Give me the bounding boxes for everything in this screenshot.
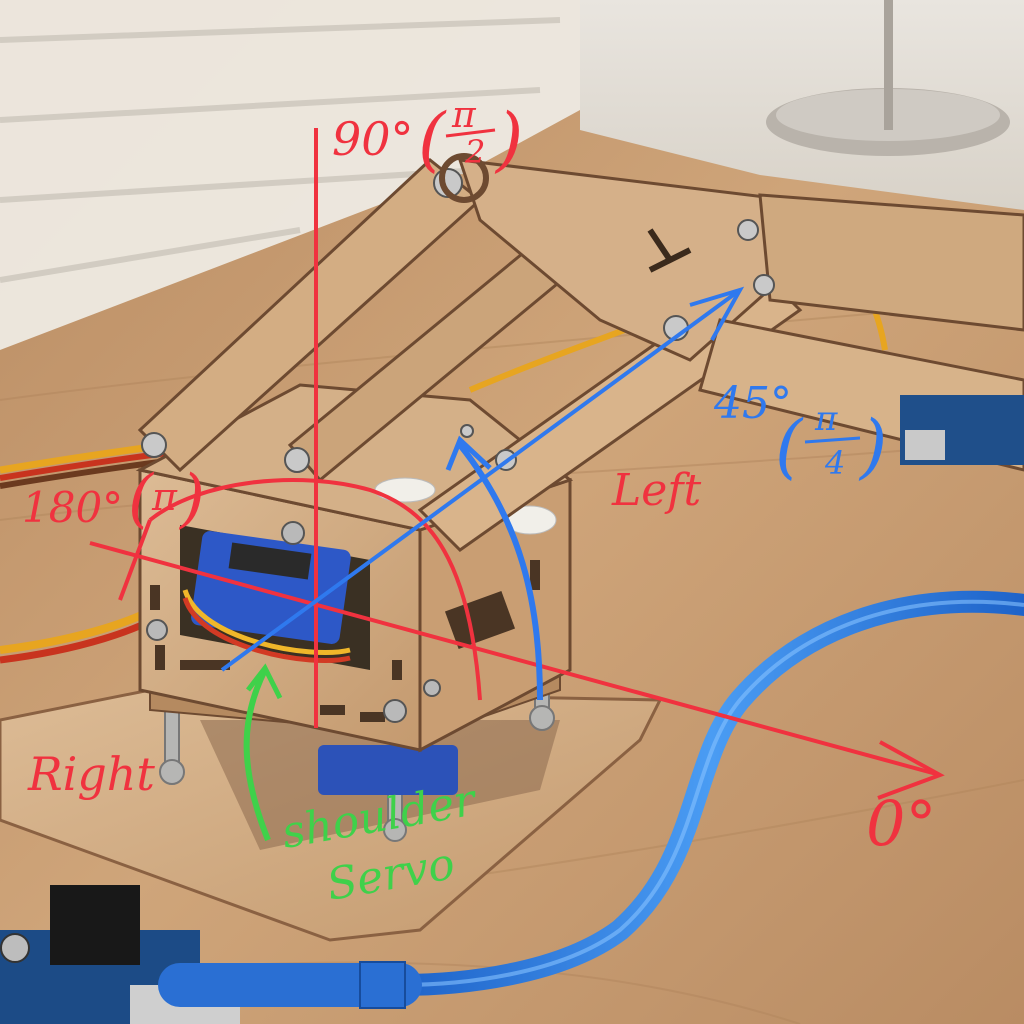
paren-close-180: ): [178, 462, 205, 536]
usb-strain-relief: [359, 961, 406, 1009]
left-end-mark: [118, 519, 152, 601]
paren-open-180: (: [128, 462, 155, 536]
angle-180-label: 180°: [22, 483, 123, 532]
servo-label: [228, 542, 312, 580]
capacitor: [0, 933, 30, 963]
paren-close-90: ): [494, 98, 523, 180]
box-screws: [146, 521, 441, 723]
usb-port-right: [905, 430, 945, 460]
power-jack: [50, 885, 140, 965]
forty-five-arrowhead: [689, 286, 745, 341]
paren-close-45: ): [858, 405, 887, 487]
rotation-arc: [148, 478, 482, 701]
servo-horn-left: [374, 477, 436, 503]
angle-90-label: 90°: [332, 112, 414, 166]
base-servo: [318, 745, 458, 795]
paren-open-90: (: [418, 98, 447, 180]
right-direction-label: Right: [27, 747, 155, 801]
pi-180-label: π: [151, 475, 178, 519]
box-slots: [150, 560, 540, 722]
green-arrowhead: [246, 663, 283, 700]
angle-0-label: 0°: [866, 787, 936, 860]
pi-over-2-numerator: π: [451, 95, 477, 136]
paren-open-45: (: [775, 405, 804, 487]
left-direction-label: Left: [611, 465, 702, 516]
forty-five-degree-line: [220, 288, 742, 672]
green-curved-arrow: [243, 668, 271, 842]
fraction-bar-90: [445, 128, 496, 138]
blue-curved-arrowhead: [445, 435, 492, 471]
zero-degree-arrowhead: [877, 740, 945, 800]
angle-45-label: 45°: [713, 378, 792, 429]
pi-over-2-denominator: 2: [464, 133, 485, 171]
storage-box-ribs: [0, 17, 561, 283]
pi-over-4-denominator: 4: [824, 444, 845, 482]
zero-degree-axis-line: [89, 541, 941, 777]
pi-over-4-numerator: π: [814, 399, 838, 439]
fraction-bar-45: [804, 436, 861, 444]
arm-cutout: [647, 228, 692, 273]
storage-box: [0, 0, 580, 350]
lamp-pole: [884, 0, 893, 130]
servo-wire-red: [182, 597, 351, 663]
blue-curved-arrow: [457, 443, 543, 701]
usb-cable-highlight: [399, 599, 1024, 987]
